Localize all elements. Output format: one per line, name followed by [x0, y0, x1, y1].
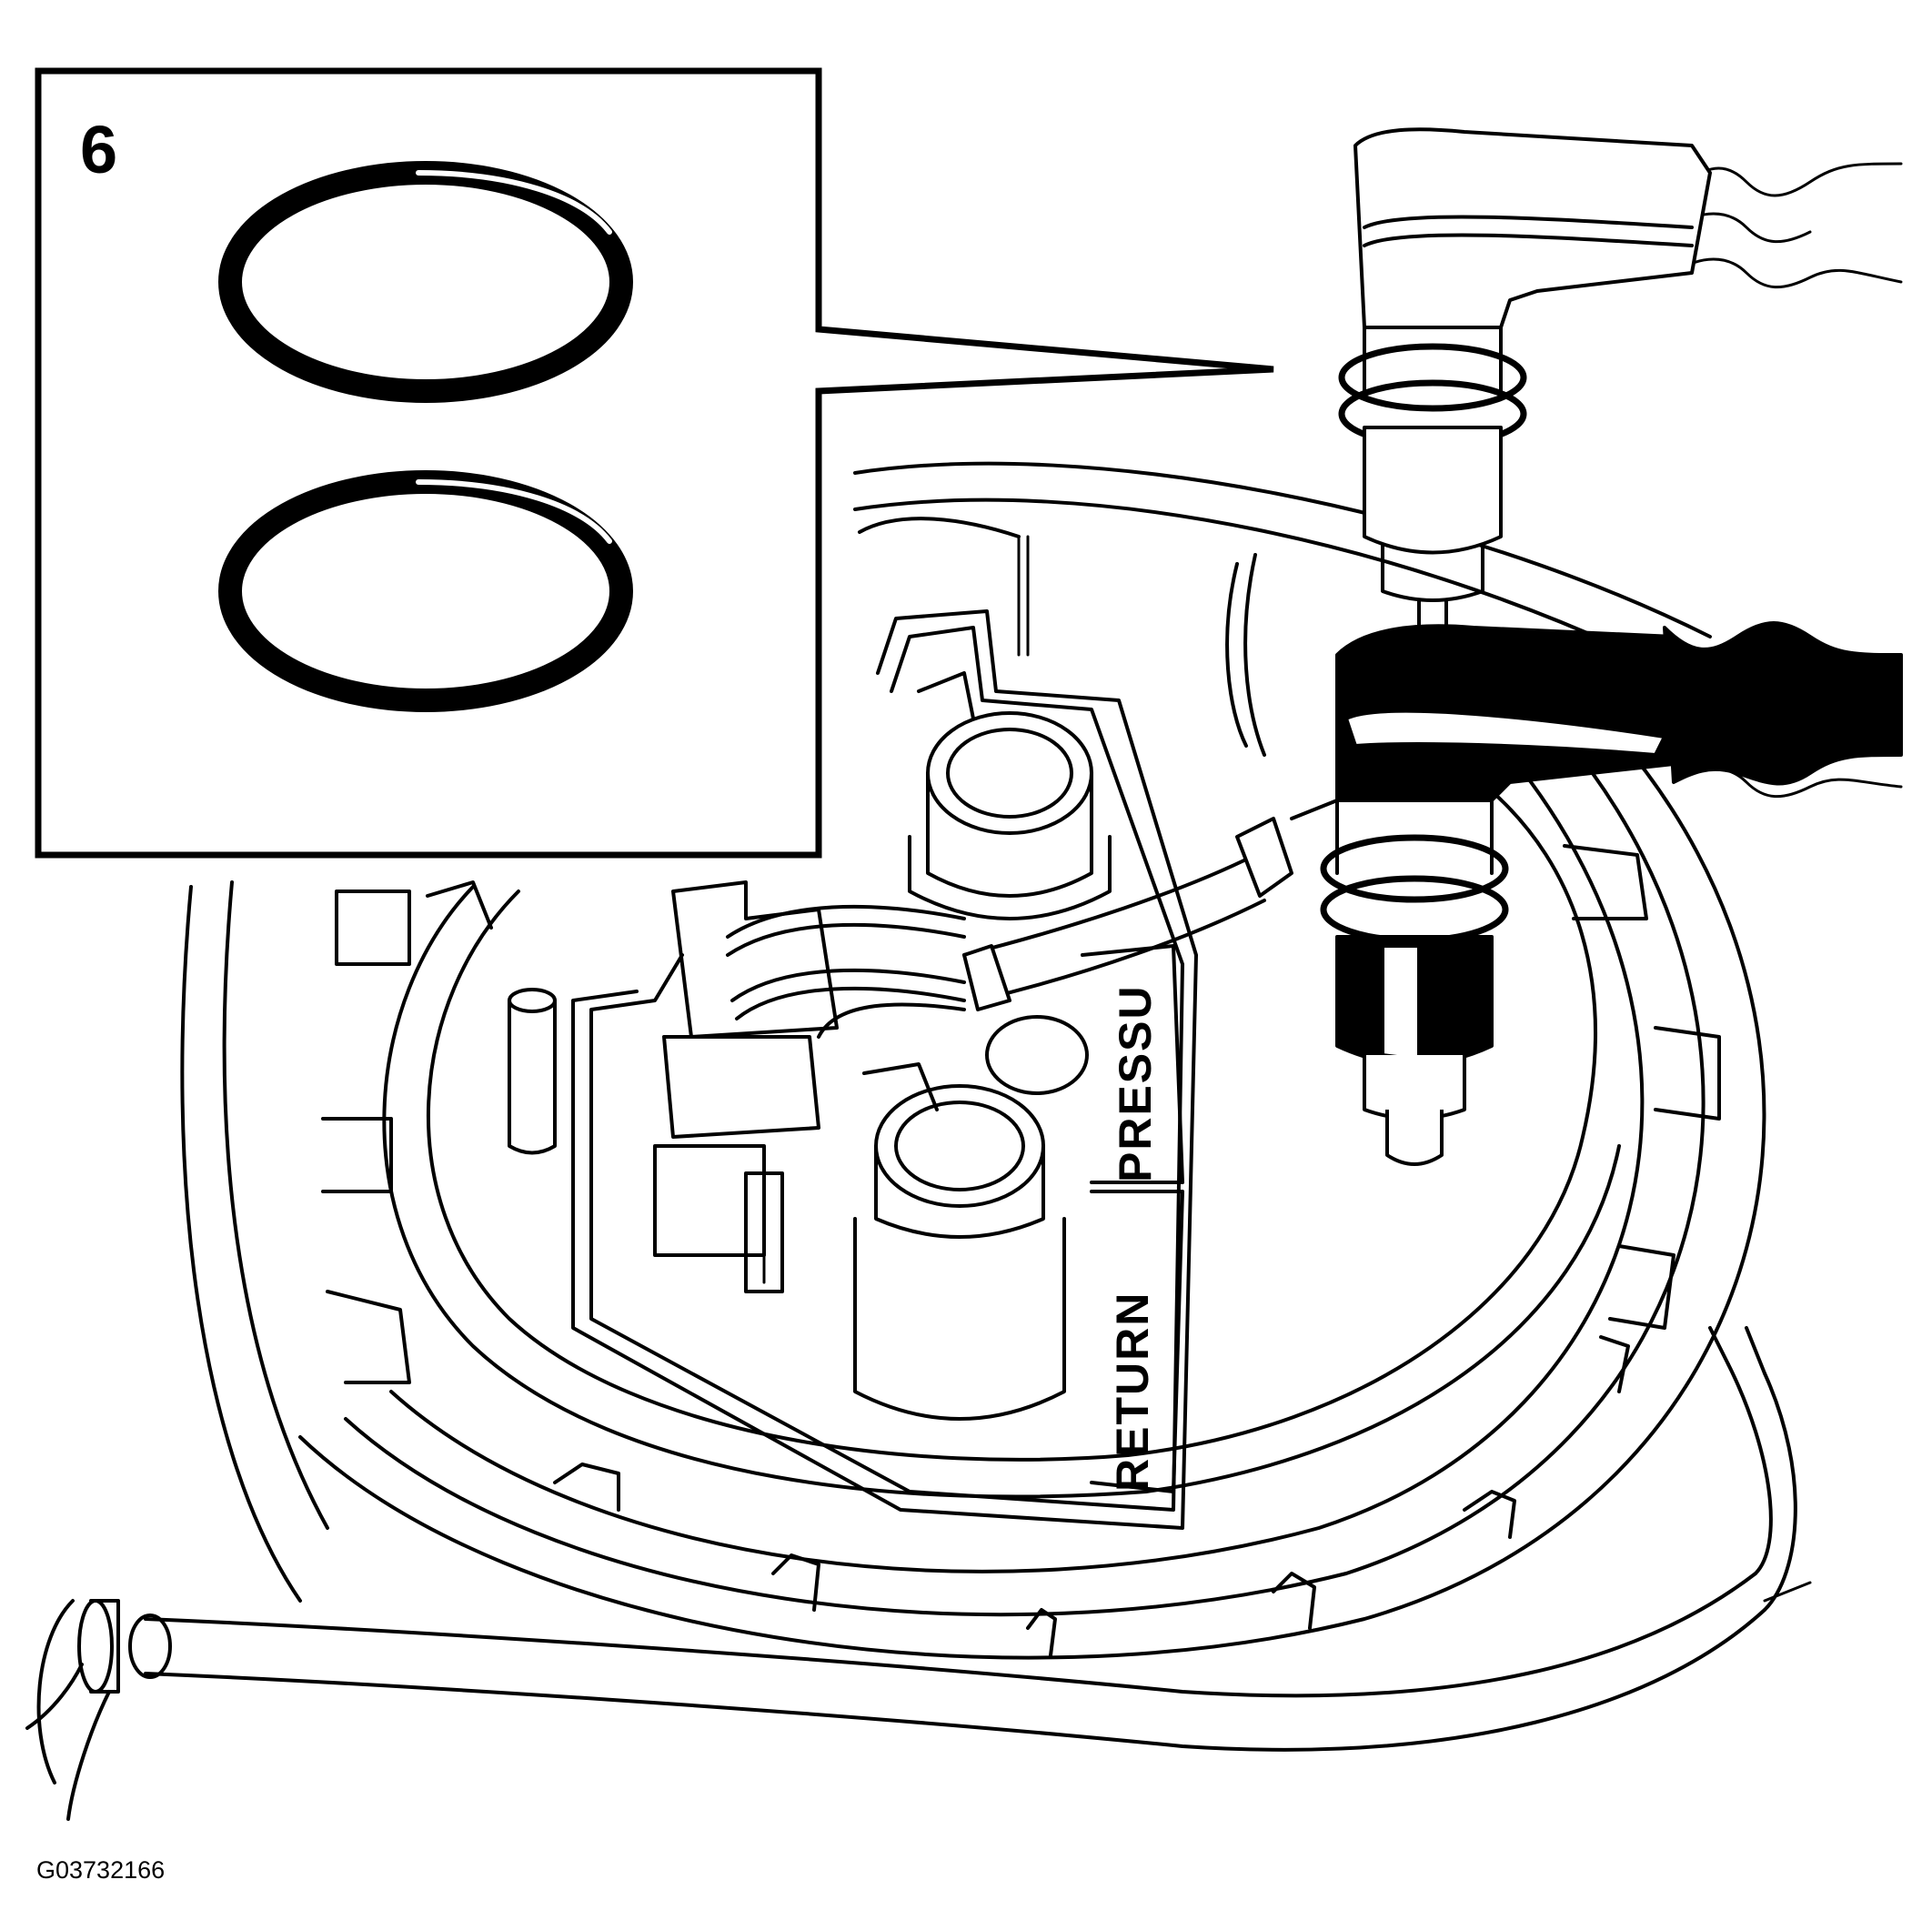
- electrical-connector-block: [653, 880, 966, 1293]
- upper-hose-connector: [1338, 127, 1903, 638]
- upper-o-ring: [218, 161, 633, 403]
- figure-reference-code: G03732166: [36, 1856, 165, 1884]
- return-port-label: RETURN: [1107, 1292, 1158, 1492]
- pump-cover-plate: PRESSU RETURN: [571, 609, 1198, 1530]
- pressure-port-label: PRESSU: [1110, 984, 1161, 1182]
- return-port: [853, 1015, 1089, 1421]
- callout-number: 6: [80, 112, 117, 187]
- fuel-tank-module-outline: [180, 461, 1766, 1660]
- lower-hose-connector: [1320, 621, 1903, 1166]
- pressure-port: [908, 671, 1112, 920]
- fuel-hose: [962, 799, 1339, 1011]
- wire-harness: [25, 1326, 1812, 1821]
- o-ring-detail-inset: 6: [35, 67, 1274, 859]
- lower-o-ring: [218, 470, 633, 712]
